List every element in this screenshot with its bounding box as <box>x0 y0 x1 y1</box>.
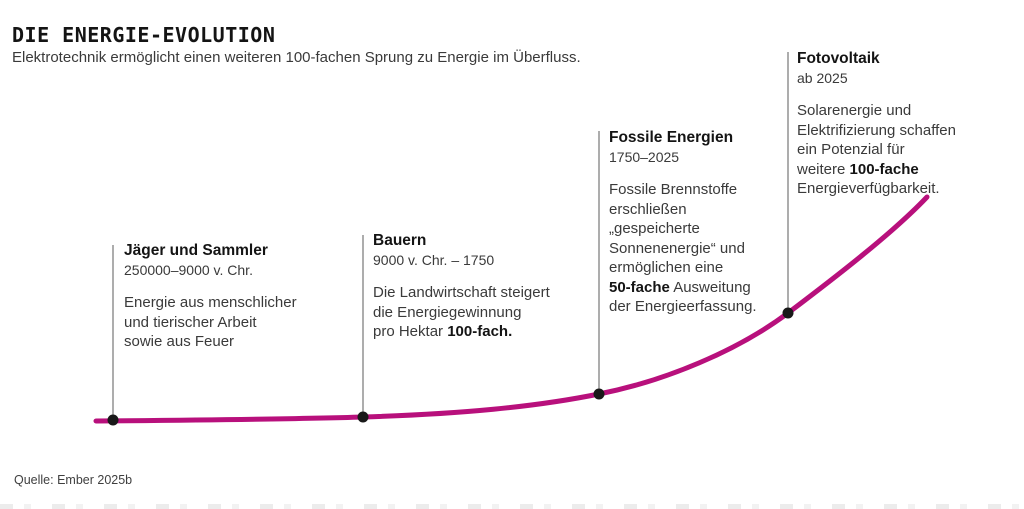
milestone-body-line: pro Hektar 100-fach. <box>373 322 550 342</box>
milestone-body-line: die Energiegewinnung <box>373 303 522 321</box>
milestone-body-line: Fossile Brennstoffe <box>609 181 738 198</box>
body-text-emphasis: 100-fache <box>849 160 919 178</box>
milestone-body-line: Energieverfügbarkeit. <box>797 180 940 197</box>
milestone-body: Solarenergie und Elektrifizierung schaff… <box>797 101 956 199</box>
milestone-fotovoltaik: Fotovoltaik ab 2025 Solarenergie und Ele… <box>797 49 956 199</box>
source-note: Quelle: Ember 2025b <box>14 473 133 487</box>
milestone-body-line: Solarenergie und <box>797 102 912 119</box>
milestone-body-line: 50-fache Ausweitung <box>609 278 757 298</box>
milestone-dot <box>107 414 119 426</box>
milestone-body-line: „gespeicherte <box>609 220 700 237</box>
milestone-body-line: Elektrifizierung schaffen <box>797 121 956 139</box>
cropped-text-remnant <box>0 504 1024 509</box>
milestone-period: 250000–9000 v. Chr. <box>124 262 253 278</box>
milestone-body-line: Energie aus menschlicher <box>124 294 297 311</box>
body-text-emphasis: 50-fache <box>609 278 670 296</box>
milestone-body: Die Landwirtschaft steigert die Energieg… <box>373 283 550 342</box>
milestone-body-line: ein Potenzial für <box>797 141 905 158</box>
milestone-body-line: Die Landwirtschaft steigert <box>373 284 550 301</box>
energy-growth-curve <box>93 194 930 424</box>
page-title: DIE ENERGIE-EVOLUTION <box>12 23 276 47</box>
milestone-body-line: Sonnenenergie“ und <box>609 239 745 257</box>
body-text: pro Hektar <box>373 323 448 340</box>
milestone-period: ab 2025 <box>797 70 848 86</box>
milestone-body-line: weitere 100-fache <box>797 160 956 180</box>
milestone-title: Jäger und Sammler <box>124 242 268 259</box>
milestone-bauern: Bauern 9000 v. Chr. – 1750 Die Landwirts… <box>373 231 550 342</box>
milestone-body: Energie aus menschlicher und tierischer … <box>124 293 297 352</box>
milestone-body-line: sowie aus Feuer <box>124 333 235 350</box>
milestone-jaeger-und-sammler: Jäger und Sammler 250000–9000 v. Chr. En… <box>124 241 297 352</box>
body-text-emphasis: 100-fach. <box>447 323 513 340</box>
milestone-title: Fotovoltaik <box>797 50 880 67</box>
milestone-dot <box>593 388 605 400</box>
milestone-body-line: der Energieerfassung. <box>609 298 757 315</box>
milestone-title: Bauern <box>373 232 427 249</box>
milestone-period: 9000 v. Chr. – 1750 <box>373 252 495 268</box>
milestone-dot <box>782 307 794 319</box>
milestone-body-line: erschließen <box>609 200 687 218</box>
body-text: weitere <box>797 160 850 178</box>
milestone-body: Fossile Brennstoffe erschließen „gespeic… <box>609 180 757 317</box>
milestone-body-line: und tierischer Arbeit <box>124 313 257 331</box>
milestone-period: 1750–2025 <box>609 149 680 165</box>
milestone-body-line: ermöglichen eine <box>609 259 724 276</box>
body-text: Ausweitung <box>669 278 751 296</box>
page-subtitle: Elektrotechnik ermöglicht einen weiteren… <box>12 49 581 66</box>
milestone-dot <box>357 411 369 423</box>
milestone-fossile-energien: Fossile Energien 1750–2025 Fossile Brenn… <box>609 128 757 317</box>
milestone-title: Fossile Energien <box>609 129 734 146</box>
